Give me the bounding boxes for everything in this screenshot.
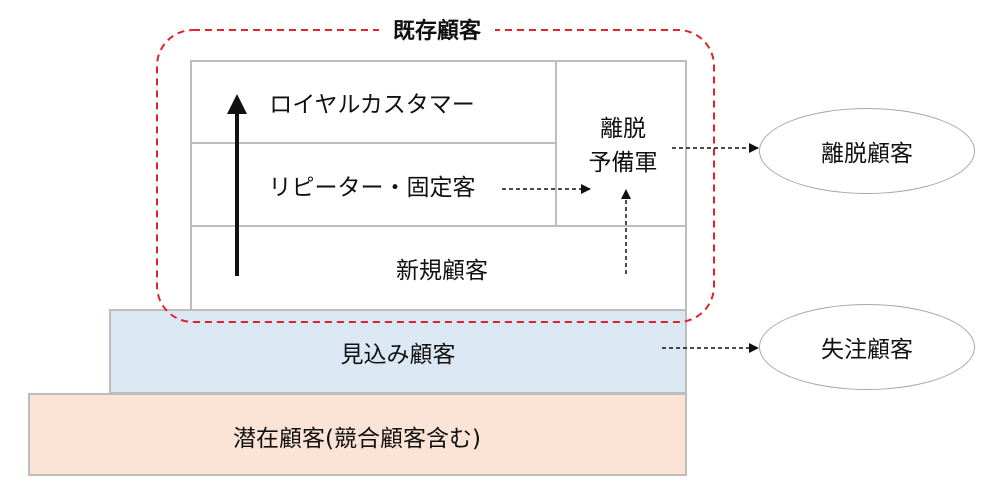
- churn-reserve-label-line1: 離脱: [600, 116, 646, 142]
- churned-customers-label: 離脱顧客: [821, 141, 913, 167]
- loyal-customers-label: ロイヤルカスタマー: [269, 92, 475, 118]
- lost-customers-label: 失注顧客: [821, 337, 913, 363]
- potential-customers-label: 潜在顧客(競合顧客含む): [233, 426, 481, 452]
- existing-customers-title: 既存顧客: [378, 13, 496, 45]
- prospect-customers-box: [109, 309, 687, 394]
- new-customers-label: 新規顧客: [396, 258, 488, 284]
- repeater-customers-label: リピーター・固定客: [268, 175, 476, 201]
- prospect-customers-label: 見込み顧客: [340, 342, 456, 368]
- lost-customers-ellipse: [759, 304, 975, 390]
- churned-customers-ellipse: [759, 108, 975, 194]
- potential-customers-box: [28, 393, 687, 476]
- churn-reserve-label-line2: 予備軍: [588, 150, 658, 176]
